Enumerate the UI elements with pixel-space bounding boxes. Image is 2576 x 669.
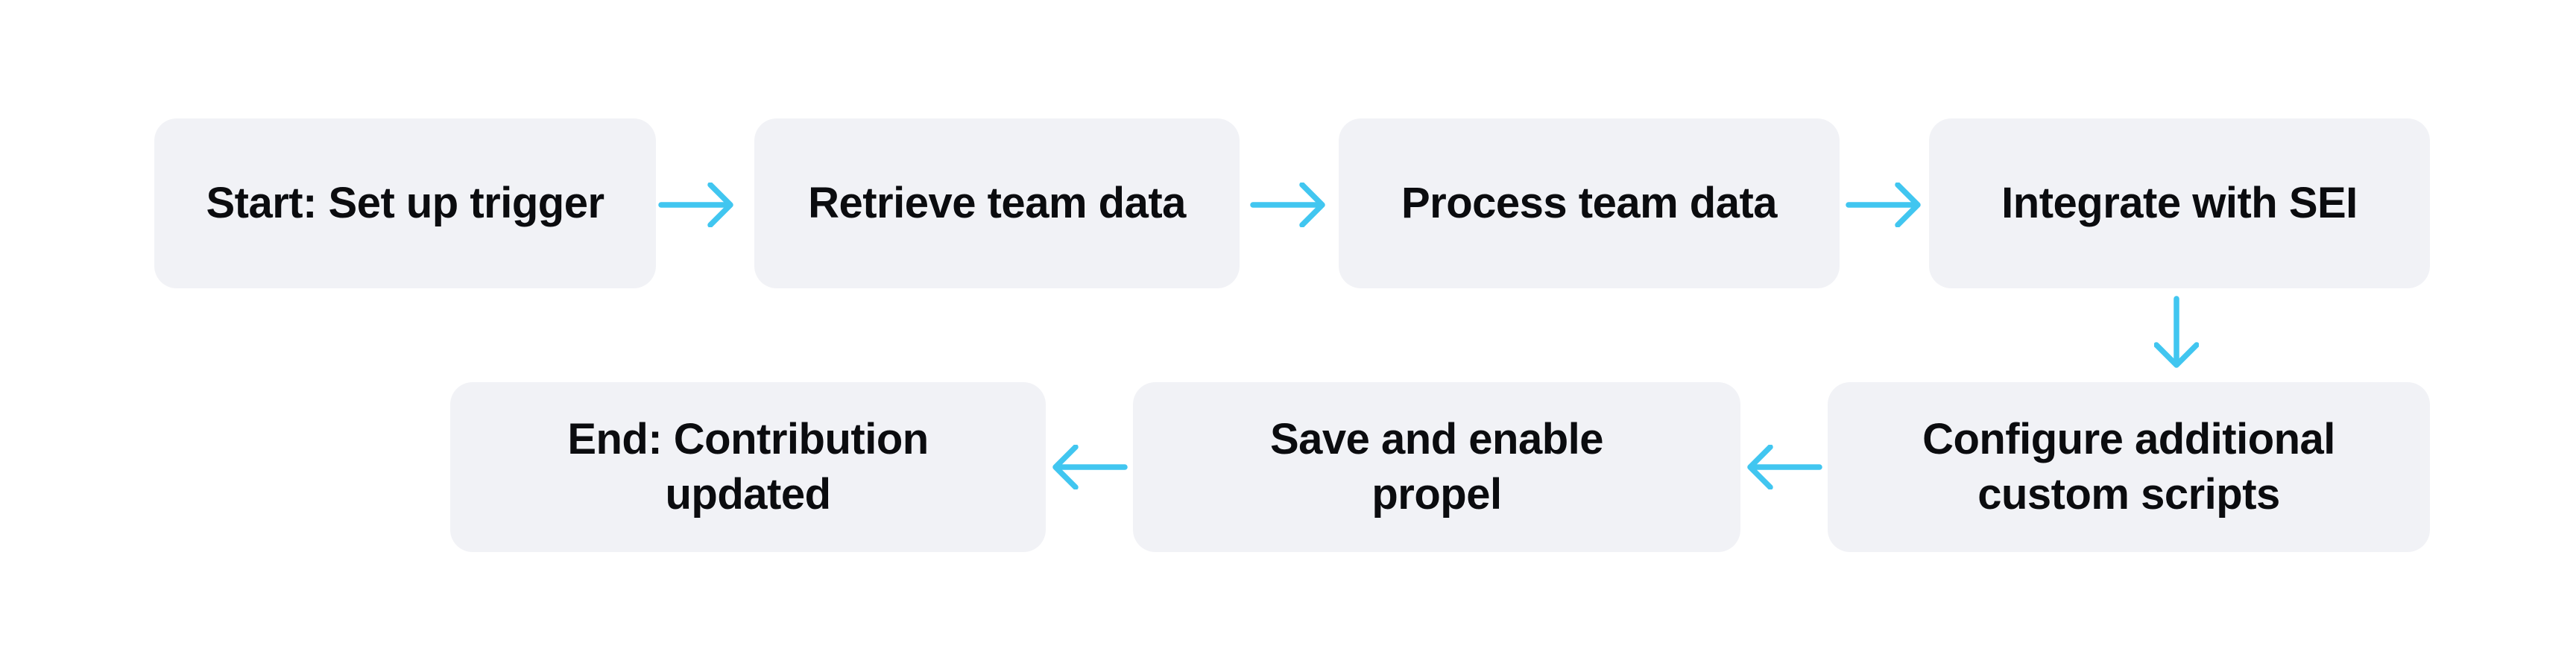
flow-node-retrieve-team-data: Retrieve team data [754, 118, 1240, 288]
flow-node-process-team-data: Process team data [1339, 118, 1840, 288]
flow-node-integrate-with-sei: Integrate with SEI [1929, 118, 2430, 288]
flow-arrow-down-icon [2154, 296, 2199, 375]
flow-arrow-left-icon [1745, 445, 1822, 489]
flow-arrow-right-icon [1250, 183, 1328, 227]
flow-node-configure-label: Configure additional custom scripts [1922, 415, 2335, 519]
flow-node-end-label: End: Contribution updated [567, 415, 929, 519]
flow-node-save-and-enable-propel: Save and enable propel [1133, 382, 1740, 552]
flow-arrow-left-icon [1050, 445, 1128, 489]
flow-node-save-label: Save and enable propel [1269, 415, 1604, 519]
flow-arrow-right-icon [1846, 183, 1923, 227]
flow-node-retrieve-label: Retrieve team data [808, 179, 1186, 227]
flow-arrow-right-icon [658, 183, 736, 227]
flow-node-process-label: Process team data [1401, 179, 1778, 227]
flow-node-start: Start: Set up trigger [154, 118, 656, 288]
flow-node-end: End: Contribution updated [450, 382, 1046, 552]
flow-node-start-label: Start: Set up trigger [206, 179, 604, 227]
flow-node-integrate-label: Integrate with SEI [2001, 179, 2358, 227]
flow-node-configure-custom-scripts: Configure additional custom scripts [1828, 382, 2430, 552]
